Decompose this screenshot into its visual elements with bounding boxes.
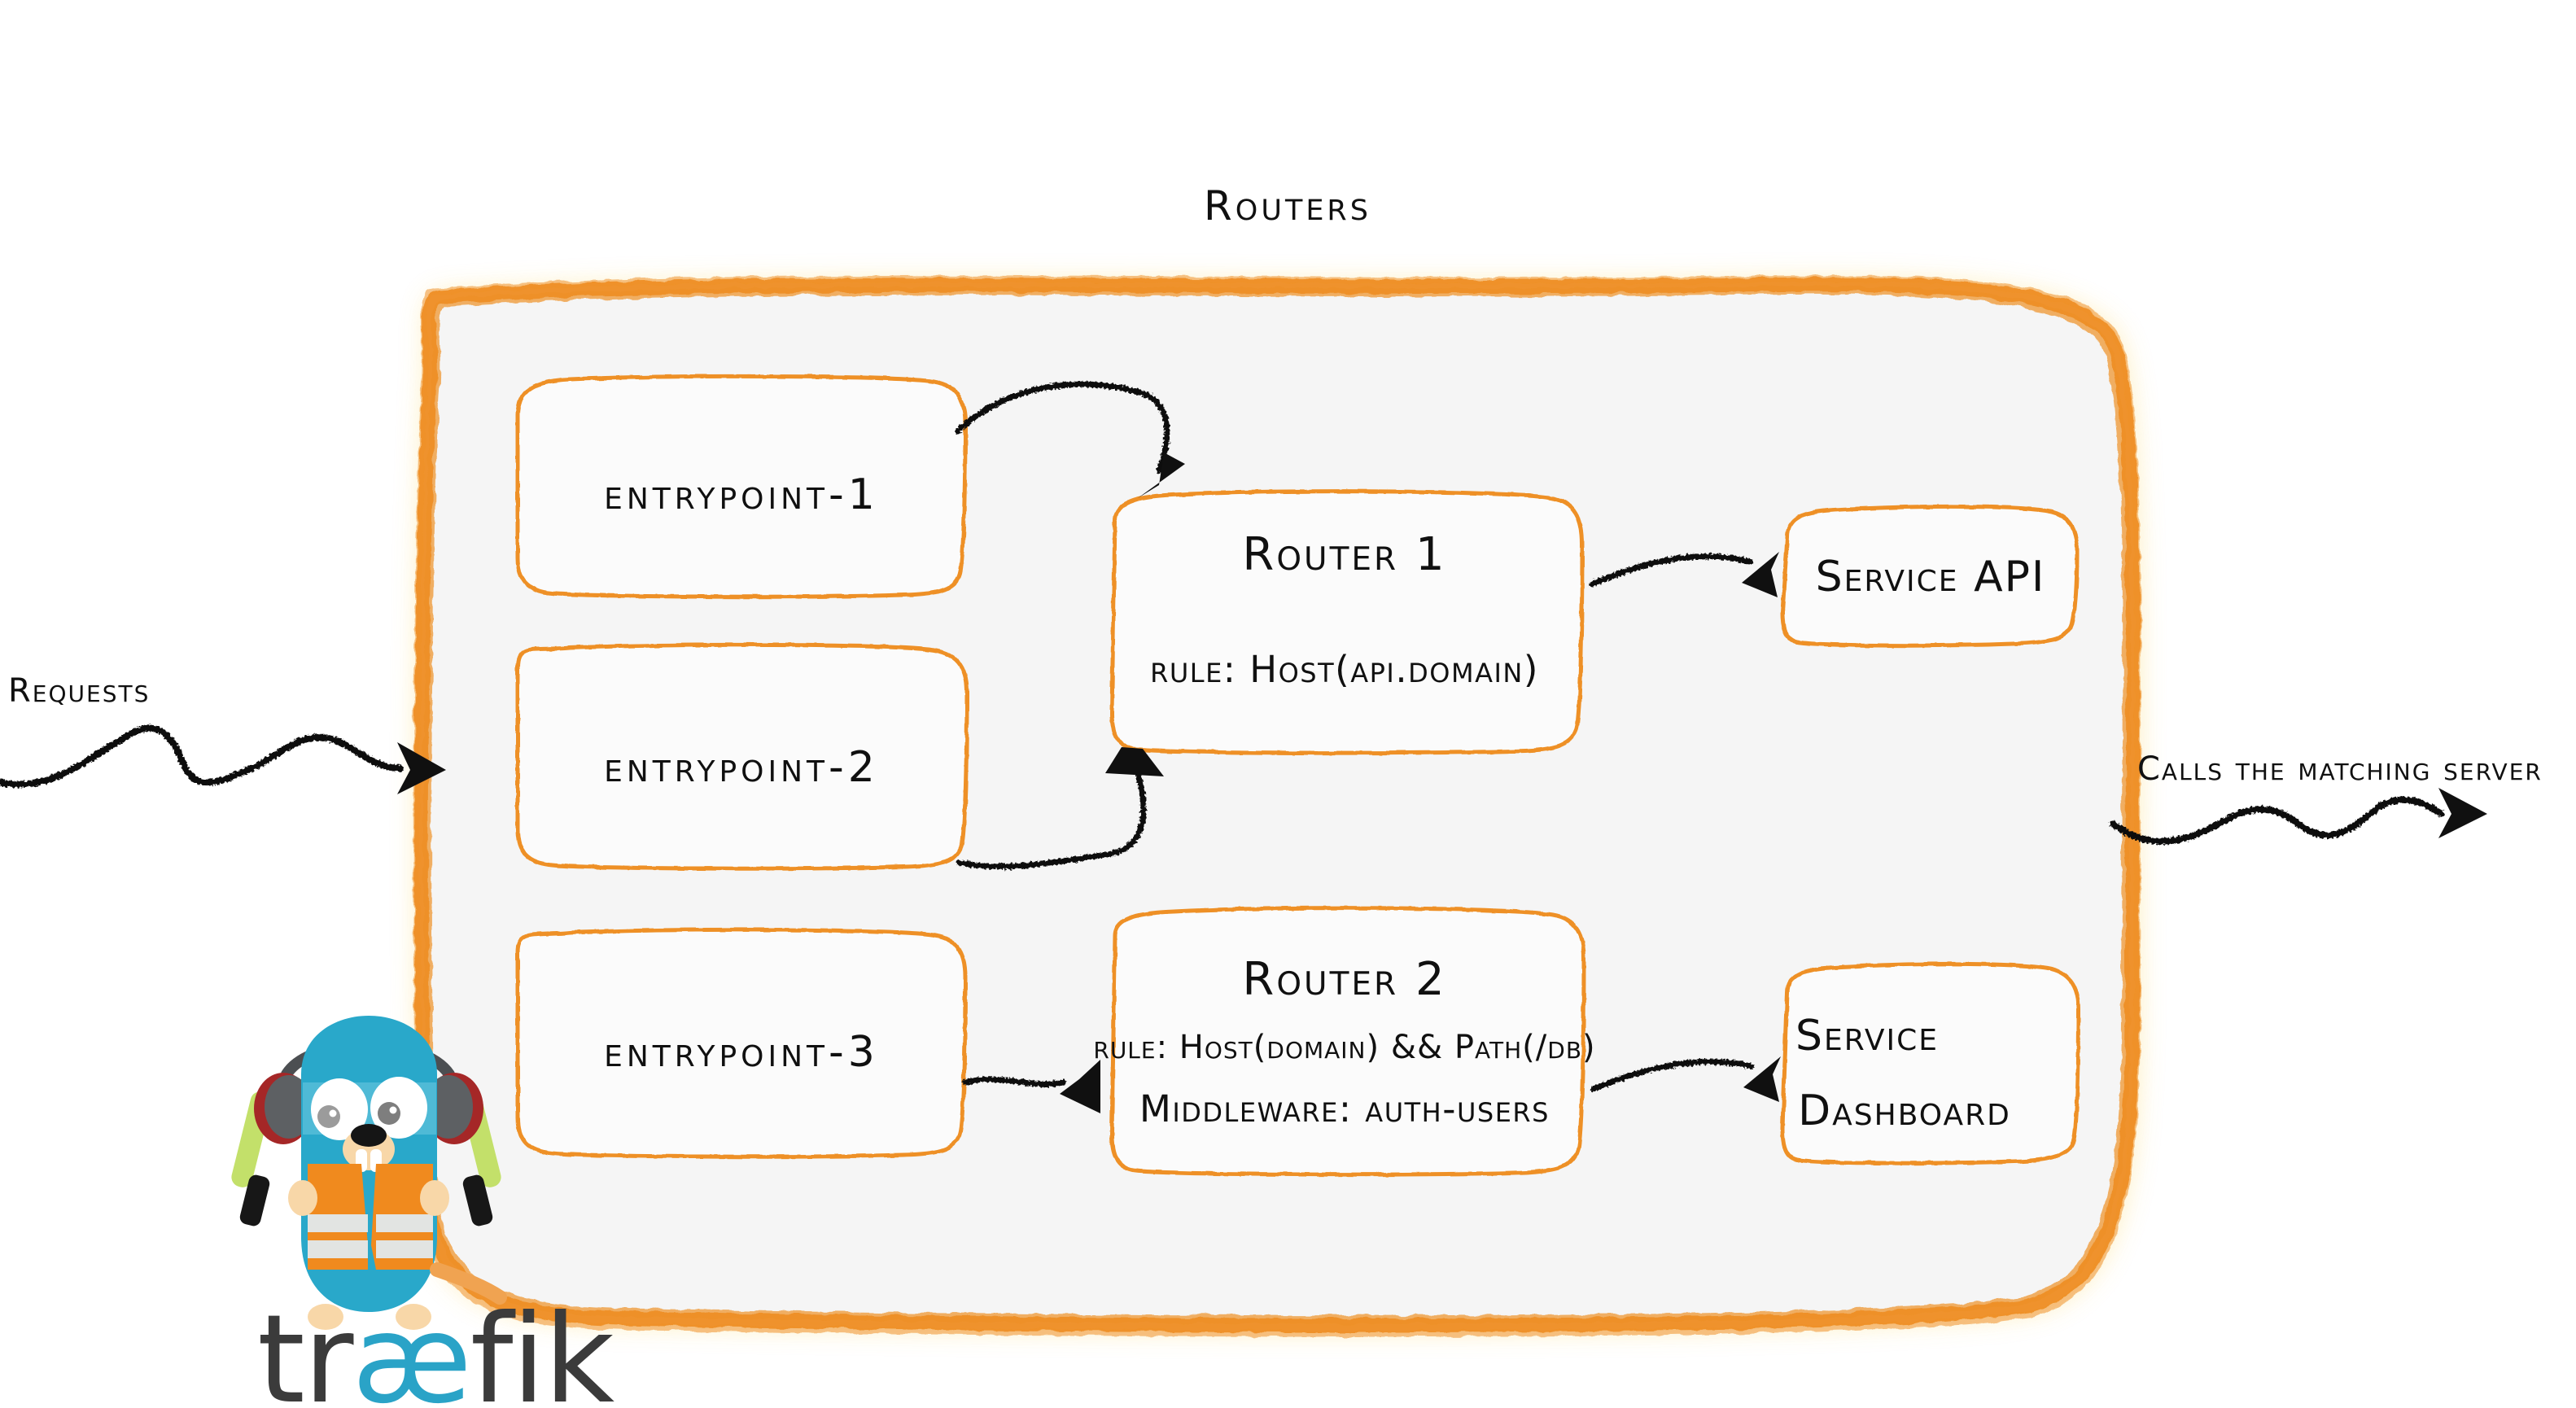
traefik-wordmark: træfik — [257, 1289, 616, 1408]
router-box-2-rule: rule: Host(domain) && Path(/db) — [1093, 1029, 1595, 1066]
arrow-ep3-to-router1 — [962, 1076, 1066, 1087]
svg-text:træfik: træfik — [257, 1289, 614, 1408]
router-box-2-middleware: Middleware: auth-users — [1139, 1087, 1550, 1130]
entrypoint-box-3[interactable]: entrypoint-3 — [515, 927, 968, 1159]
calls-server-arrow-line — [2110, 796, 2445, 845]
arrowhead-router1-bottom — [1105, 747, 1164, 776]
entrypoint-box-2[interactable]: entrypoint-2 — [515, 642, 969, 871]
router-box-1[interactable]: Router 1 rule: Host(api.domain) — [1109, 489, 1585, 755]
calls-server-group: Calls the matching server — [2110, 750, 2543, 845]
router-box-2[interactable]: Router 2 rule: Host(domain) && Path(/db)… — [1093, 906, 1595, 1177]
service-box-dashboard[interactable]: Service Dashboard — [1780, 961, 2081, 1165]
wordmark-post: fik — [470, 1289, 614, 1408]
arrow-ep1-to-router1 — [954, 381, 1170, 474]
mascot-nose — [351, 1124, 387, 1147]
requests-group: Requests — [0, 672, 446, 794]
mascot-foot-left — [308, 1304, 343, 1330]
calls-server-arrowhead — [2438, 788, 2487, 838]
entrypoint-box-1-label: entrypoint-1 — [604, 470, 879, 519]
arrow-router2-to-dashboard — [1590, 1059, 1755, 1092]
entrypoint-box-3-label: entrypoint-3 — [604, 1028, 879, 1077]
service-box-dashboard-label-2: Dashboard — [1798, 1087, 2011, 1135]
arrow-ep2-to-router1 — [956, 767, 1147, 870]
mascot-hand-left — [288, 1180, 317, 1216]
arrow-router1-to-api — [1589, 553, 1753, 588]
mascot-foot-right — [396, 1304, 431, 1330]
mascot-vest — [308, 1164, 433, 1270]
mascot-eyes — [311, 1077, 427, 1140]
diagram-title: Routers — [1204, 182, 1371, 230]
requests-arrowhead — [397, 742, 446, 794]
connector-arrowheads — [1060, 453, 1781, 1113]
arrowhead-service-dashboard — [1743, 1056, 1781, 1102]
mascot-hand-right — [420, 1180, 449, 1216]
requests-label: Requests — [8, 672, 150, 710]
wordmark-pre: tr — [257, 1289, 354, 1408]
wordmark-ae: æ — [352, 1289, 470, 1408]
service-box-dashboard-label-1: Service — [1795, 1012, 1939, 1060]
service-box-api-label: Service API — [1816, 553, 2046, 601]
arrowhead-service-api — [1742, 552, 1779, 597]
calls-server-label: Calls the matching server — [2137, 750, 2543, 788]
entrypoint-box-1[interactable]: entrypoint-1 — [515, 374, 968, 599]
arrowhead-router2-left — [1060, 1060, 1100, 1113]
mascot-tail — [430, 1262, 507, 1305]
service-box-api[interactable]: Service API — [1780, 504, 2080, 648]
traefik-gopher-mascot — [231, 1016, 507, 1330]
router-box-1-title: Router 1 — [1242, 528, 1446, 581]
connector-arrows — [954, 381, 1755, 1092]
arrowhead-router1-top — [1138, 453, 1185, 498]
entrypoint-box-2-label: entrypoint-2 — [604, 743, 879, 792]
router-box-1-rule: rule: Host(api.domain) — [1150, 648, 1539, 691]
requests-arrow-line — [0, 724, 404, 788]
router-box-2-title: Router 2 — [1242, 953, 1446, 1006]
